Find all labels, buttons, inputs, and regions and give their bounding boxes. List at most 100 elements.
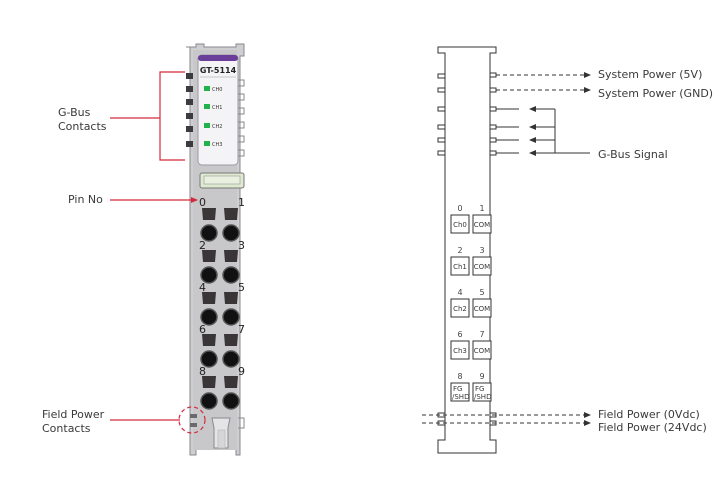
release-button — [224, 376, 238, 388]
signal-label: G-Bus Signal — [598, 148, 668, 161]
schematic-terminals: 0Ch01COM2Ch13COM4Ch25COM6Ch37COM8FG/SHD9… — [450, 204, 492, 402]
pin-no-callout: Pin No — [68, 193, 198, 206]
wire-hole — [200, 350, 218, 368]
terminal-label: Ch3 — [453, 347, 467, 355]
terminal-label: FG — [475, 385, 484, 393]
schematic-outline — [437, 46, 497, 454]
model-header-bar — [198, 55, 238, 61]
terminal-9: 9FG/SHD — [472, 372, 492, 402]
terminal-box — [450, 382, 470, 402]
wire-hole — [200, 392, 218, 410]
schematic-left-contacts — [437, 73, 445, 156]
terminal-label: /SHD — [452, 393, 469, 401]
terminal-box — [472, 298, 492, 318]
wire-hole — [200, 308, 218, 326]
wire-hole — [222, 392, 240, 410]
terminal-number: 6 — [457, 330, 462, 339]
terminal-number: 5 — [479, 288, 484, 297]
release-button — [202, 376, 216, 388]
release-button — [202, 250, 216, 262]
field-power-24v-signal: Field Power (24Vdc) — [422, 420, 707, 434]
terminal-number: 1 — [479, 204, 484, 213]
pin-number: 5 — [238, 281, 245, 294]
terminal-box — [472, 214, 492, 234]
release-button — [202, 208, 216, 220]
terminal-number: 7 — [479, 330, 484, 339]
terminal-number: 3 — [479, 246, 484, 255]
led-ch0: CH0 — [204, 86, 222, 93]
terminal-label: Ch1 — [453, 263, 467, 271]
terminal-number: 9 — [479, 372, 484, 381]
terminal-number: 8 — [457, 372, 462, 381]
release-button — [224, 250, 238, 262]
terminal-box — [472, 340, 492, 360]
release-button — [224, 334, 238, 346]
terminal-number: 2 — [457, 246, 462, 255]
terminal-label: COM — [474, 221, 490, 229]
terminal-number: 0 — [457, 204, 462, 213]
terminal-number: 4 — [457, 288, 462, 297]
wire-hole — [222, 224, 240, 242]
gbus-contacts — [186, 73, 193, 147]
terminal-label: /SHD — [474, 393, 491, 401]
led-label: CH1 — [212, 105, 222, 111]
terminal-label: FG — [453, 385, 462, 393]
terminal-box — [450, 256, 470, 276]
release-button — [224, 208, 238, 220]
pin-number: 7 — [238, 323, 245, 336]
pin-number: 4 — [199, 281, 206, 294]
terminal-label: COM — [474, 347, 490, 355]
signal-label: System Power (GND) — [598, 87, 713, 100]
signal-label: System Power (5V) — [598, 68, 702, 81]
wire-hole — [222, 350, 240, 368]
led-ch3: CH3 — [204, 141, 222, 148]
terminal-box — [450, 214, 470, 234]
pin-number: 8 — [199, 365, 206, 378]
led-label: CH0 — [212, 87, 222, 93]
terminal-label: COM — [474, 263, 490, 271]
signal-label: Field Power (0Vdc) — [598, 408, 700, 421]
right-notches — [238, 79, 245, 157]
led-label: CH3 — [212, 142, 222, 148]
wire-hole — [222, 266, 240, 284]
pin-number: 9 — [238, 365, 245, 378]
schematic-right-contacts — [490, 72, 497, 156]
terminal-box — [472, 256, 492, 276]
gbus-contacts-label: G-Bus — [58, 106, 91, 119]
pin-number: 0 — [199, 196, 206, 209]
field-power-0v-signal: Field Power (0Vdc) — [422, 408, 700, 421]
gbus-signal: G-Bus Signal — [496, 106, 668, 161]
terminal-label: Ch2 — [453, 305, 467, 313]
terminal-8: 8FG/SHD — [450, 372, 470, 402]
pin-number: 3 — [238, 239, 245, 252]
led-ch2: CH2 — [204, 123, 222, 130]
gbus-contacts-label: Contacts — [58, 120, 107, 133]
pin-number: 2 — [199, 239, 206, 252]
system-power-gnd-signal: System Power (GND) — [496, 87, 713, 100]
terminal-box — [450, 340, 470, 360]
led-label: CH2 — [212, 124, 222, 130]
terminal-label: COM — [474, 305, 490, 313]
release-button — [202, 334, 216, 346]
wire-hole — [200, 224, 218, 242]
wire-hole — [222, 308, 240, 326]
field-power-label: Field Power — [42, 408, 105, 421]
pin-no-label: Pin No — [68, 193, 103, 206]
system-power-5v-signal: System Power (5V) — [496, 68, 702, 81]
terminal-box — [472, 382, 492, 402]
terminal-label: Ch0 — [453, 221, 467, 229]
model-label: GT-5114 — [200, 66, 237, 75]
release-button — [202, 292, 216, 304]
release-button — [224, 292, 238, 304]
terminal-box — [450, 298, 470, 318]
field-power-contacts — [190, 414, 197, 427]
